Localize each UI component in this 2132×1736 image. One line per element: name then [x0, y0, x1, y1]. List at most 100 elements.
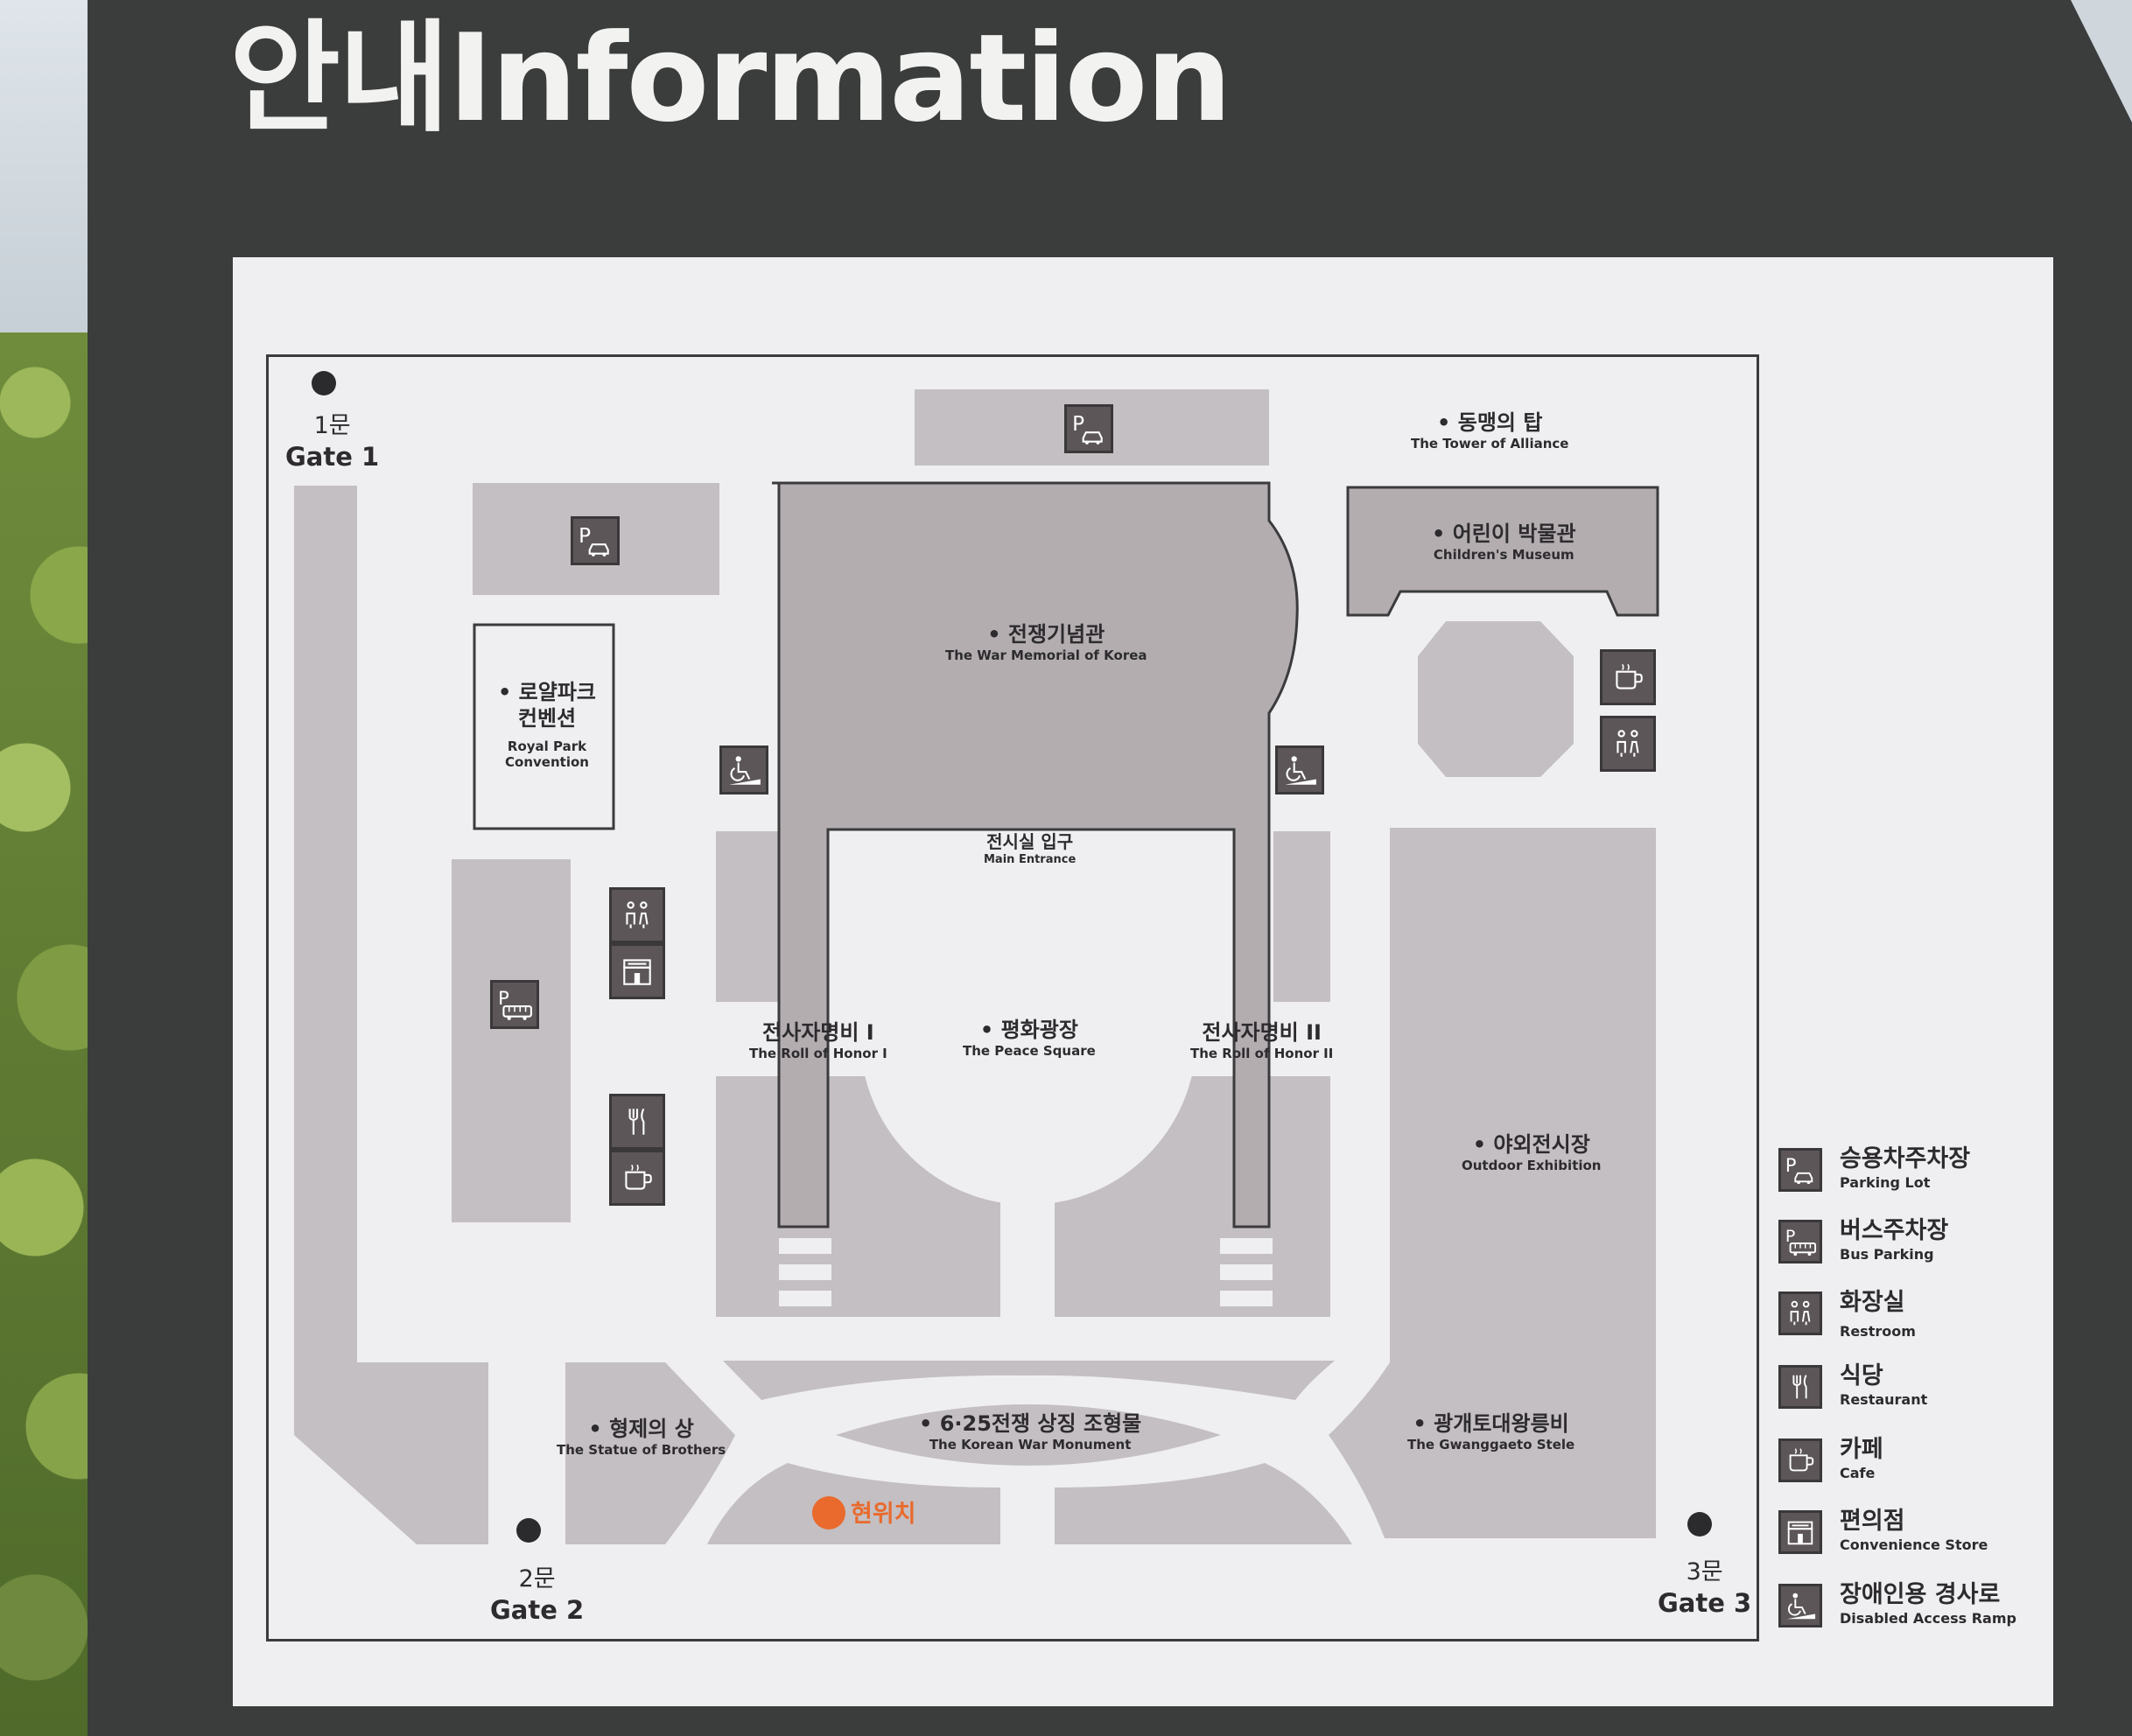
bus-parking-area: [452, 859, 571, 1222]
legend-item-disabled-ramp: 장애인용 경사로 Disabled Access Ramp: [1778, 1580, 2041, 1642]
roll-of-honor-1-en: The Roll of Honor I: [749, 1046, 887, 1061]
bus-parking-icon: [1778, 1220, 1822, 1264]
restroom-icon: [1600, 716, 1656, 772]
legend-label-ko: 승용차주차장: [1840, 1145, 1971, 1172]
tower-of-alliance-en: The Tower of Alliance: [1411, 436, 1569, 452]
sign-title: 안내Information: [229, 8, 1232, 149]
legend-text: 승용차주차장 Parking Lot: [1840, 1144, 1970, 1192]
gwanggaeto-stele-ko: • 광개토대왕릉비: [1413, 1411, 1569, 1436]
childrens-museum-en: Children's Museum: [1433, 547, 1574, 563]
parking-lot-icon: [571, 516, 620, 565]
steps-left: [779, 1238, 831, 1306]
main-entrance-ko: 전시실 입구: [986, 831, 1074, 852]
royal-park-building: [473, 623, 615, 830]
gwanggaeto-stele-area: [1329, 1362, 1656, 1538]
royal-park-en2: Convention: [505, 754, 589, 770]
parking-lot-icon: [1778, 1148, 1822, 1192]
gate-1-en: Gate 1: [285, 442, 380, 472]
gate-1-ko: 1문: [313, 412, 351, 439]
legend-item-bus-parking: 버스주차장 Bus Parking: [1778, 1216, 2041, 1278]
gate-1-marker: [312, 371, 336, 396]
war-memorial-building: [772, 481, 1299, 1228]
legend-label-ko: 화장실: [1840, 1289, 1905, 1316]
cafe-icon: [1778, 1438, 1822, 1482]
korean-war-monument-area: [723, 1361, 1335, 1400]
royal-park-en: Royal Park: [507, 738, 587, 754]
disabled-ramp-icon: [1778, 1584, 1822, 1628]
roll-of-honor-1-label: 전사자명비 I The Roll of Honor I: [749, 1019, 887, 1061]
legend-label-en: Bus Parking: [1840, 1246, 1934, 1263]
cafe-icon: [609, 1150, 665, 1206]
legend-item-parking: 승용차주차장 Parking Lot: [1778, 1144, 2041, 1206]
legend-text: 화장실 Restroom: [1840, 1288, 1916, 1340]
peace-square-ko: • 평화광장: [979, 1018, 1078, 1042]
war-memorial-ko: • 전쟁기념관: [987, 622, 1105, 647]
restroom-icon: [1778, 1292, 1822, 1335]
south-plaza-right: [1055, 1463, 1352, 1544]
legend-text: 편의점 Convenience Store: [1840, 1507, 1988, 1554]
steps-right: [1220, 1238, 1273, 1306]
roll-of-honor-2-ko: 전사자명비 II: [1202, 1020, 1322, 1045]
childrens-museum-building: [1346, 486, 1659, 617]
restaurant-icon: [1778, 1365, 1822, 1409]
peace-square-en: The Peace Square: [963, 1043, 1096, 1059]
you-are-here-label: 현위치: [851, 1501, 916, 1528]
gate-3-label: 3문 Gate 3: [1658, 1558, 1751, 1619]
royal-park-ko2: 컨벤션: [517, 706, 577, 731]
legend-item-restaurant: 식당 Restaurant: [1778, 1362, 2041, 1423]
statue-of-brothers-label: • 형제의 상 The Statue of Brothers: [557, 1416, 726, 1458]
outdoor-exhibition-en: Outdoor Exhibition: [1462, 1158, 1602, 1173]
gate-2-en: Gate 2: [490, 1595, 585, 1625]
korean-war-monument-ko: • 6·25전쟁 상징 조형물: [919, 1411, 1142, 1436]
tower-of-alliance-ko: • 동맹의 탑: [1437, 410, 1543, 435]
peace-square-circle: [860, 869, 1196, 1205]
legend-item-convenience-store: 편의점 Convenience Store: [1778, 1507, 2041, 1568]
childrens-museum-ko: • 어린이 박물관: [1432, 522, 1576, 546]
bus-parking-icon: [490, 980, 539, 1029]
gate-3-en: Gate 3: [1658, 1588, 1752, 1618]
legend-label-ko: 카페: [1840, 1436, 1883, 1463]
royal-park-ko: • 로얄파크: [497, 680, 596, 704]
war-memorial-label: • 전쟁기념관 The War Memorial of Korea: [945, 621, 1147, 663]
main-entrance-en: Main Entrance: [984, 853, 1077, 866]
left-upper-block: [716, 831, 786, 1002]
outdoor-exhibition-ko: • 야외전시장: [1472, 1132, 1590, 1157]
legend-label-en: Restaurant: [1840, 1391, 1928, 1408]
legend-label-en: Disabled Access Ramp: [1840, 1610, 2016, 1627]
legend-text: 카페 Cafe: [1840, 1435, 1883, 1482]
parking-lot-icon: [1064, 404, 1113, 453]
legend-label-en: Convenience Store: [1840, 1536, 1988, 1553]
legend-label-en: Cafe: [1840, 1465, 1876, 1481]
cafe-icon: [1600, 649, 1656, 705]
korean-war-monument-label: • 6·25전쟁 상징 조형물 The Korean War Monument: [919, 1410, 1141, 1452]
monument-lens: [836, 1404, 1221, 1466]
roll-of-honor-2-en: The Roll of Honor II: [1190, 1046, 1334, 1061]
gate-2-label: 2문 Gate 2: [490, 1564, 584, 1626]
main-entrance-label: 전시실 입구 Main Entrance: [984, 831, 1076, 868]
roll-of-honor-2-label: 전사자명비 II The Roll of Honor II: [1190, 1019, 1333, 1061]
legend-label-en: Restroom: [1840, 1323, 1916, 1340]
convenience-store-icon: [609, 943, 665, 999]
disabled-ramp-icon: [1275, 746, 1324, 794]
war-memorial-en: The War Memorial of Korea: [945, 648, 1147, 663]
tower-of-alliance-label: • 동맹의 탑 The Tower of Alliance: [1411, 410, 1568, 452]
gate-2-marker: [516, 1518, 541, 1543]
outdoor-exhibition-label: • 야외전시장 Outdoor Exhibition: [1462, 1131, 1602, 1173]
legend-item-restroom: 화장실 Restroom: [1778, 1288, 2041, 1349]
gate-2-ko: 2문: [518, 1565, 556, 1592]
statue-of-brothers-en: The Statue of Brothers: [557, 1442, 726, 1458]
peace-square-label: • 평화광장 The Peace Square: [963, 1017, 1096, 1059]
gwanggaeto-stele-en: The Gwanggaeto Stele: [1407, 1437, 1575, 1452]
right-upper-block: [1273, 831, 1330, 1002]
sign-corner: [2071, 0, 2132, 122]
gwanggaeto-stele-label: • 광개토대왕릉비 The Gwanggaeto Stele: [1407, 1410, 1574, 1452]
childrens-museum-label: • 어린이 박물관 Children's Museum: [1432, 521, 1576, 563]
legend-label-ko: 식당: [1840, 1362, 1883, 1390]
restaurant-icon: [609, 1094, 665, 1150]
gate-3-ko: 3문: [1686, 1558, 1723, 1586]
legend-text: 버스주차장 Bus Parking: [1840, 1216, 1948, 1264]
gate-3-marker: [1687, 1512, 1712, 1536]
south-plaza-left: [707, 1463, 1000, 1544]
korean-war-monument-en: The Korean War Monument: [929, 1437, 1132, 1452]
legend-item-cafe: 카페 Cafe: [1778, 1435, 2041, 1496]
